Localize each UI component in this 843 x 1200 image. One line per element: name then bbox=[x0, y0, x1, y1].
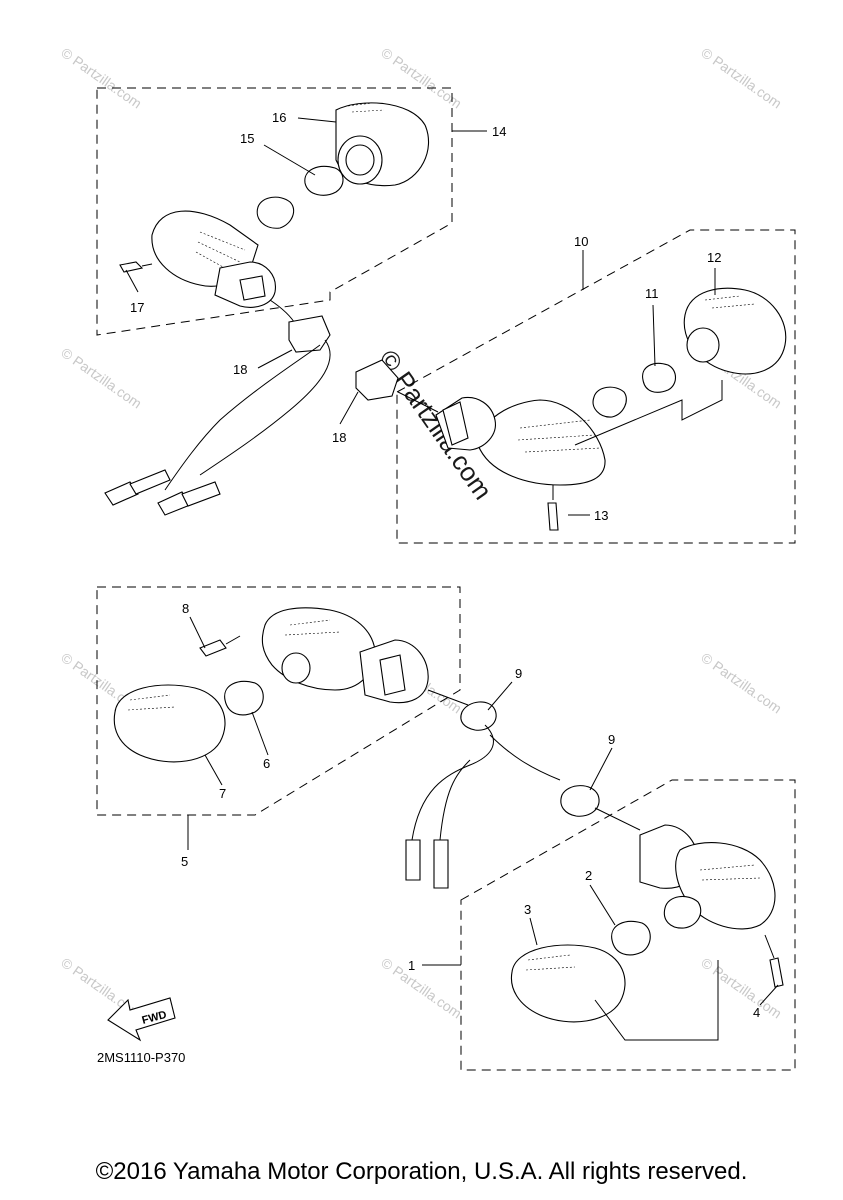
turn-signal-assembly-14 bbox=[96, 87, 453, 336]
watermark: © Partzilla.com bbox=[58, 344, 144, 411]
callout-5: 5 bbox=[181, 854, 188, 869]
connector-18b bbox=[355, 359, 439, 413]
callout-13: 13 bbox=[594, 508, 608, 523]
callout-9a: 9 bbox=[515, 666, 522, 681]
turn-signal-assembly-1 bbox=[460, 779, 796, 1071]
callout-15: 15 bbox=[240, 131, 254, 146]
callout-18b: 18 bbox=[332, 430, 346, 445]
watermark: © Partzilla.com bbox=[378, 954, 464, 1021]
grommet-9b bbox=[560, 785, 641, 831]
turn-signal-assembly-10 bbox=[396, 229, 796, 544]
leader-lines bbox=[125, 117, 779, 1006]
callout-10: 10 bbox=[574, 234, 588, 249]
watermark: © Partzilla.com bbox=[698, 44, 784, 111]
callout-3: 3 bbox=[524, 902, 531, 917]
callout-17: 17 bbox=[130, 300, 144, 315]
callout-11: 11 bbox=[645, 286, 659, 301]
callout-12: 12 bbox=[707, 250, 721, 265]
callout-8: 8 bbox=[182, 601, 189, 616]
callout-numbers: 16 15 14 17 18 18 10 11 12 13 8 9 6 7 5 … bbox=[130, 110, 760, 1020]
fwd-arrow: FWD bbox=[107, 997, 176, 1042]
callout-7: 7 bbox=[219, 786, 226, 801]
diagram-part-code: 2MS1110-P370 bbox=[97, 1050, 185, 1065]
copyright-notice: ©2016 Yamaha Motor Corporation, U.S.A. A… bbox=[95, 1158, 748, 1185]
callout-9b: 9 bbox=[608, 732, 615, 747]
callout-2: 2 bbox=[585, 868, 592, 883]
callout-1: 1 bbox=[408, 958, 415, 973]
callout-4: 4 bbox=[753, 1005, 760, 1020]
watermark: © Partzilla.com bbox=[698, 649, 784, 716]
callout-14: 14 bbox=[492, 124, 506, 139]
grommet-9a bbox=[405, 701, 561, 889]
connector-18a bbox=[104, 315, 331, 516]
watermark: © Partzilla.com bbox=[58, 44, 144, 111]
callout-18a: 18 bbox=[233, 362, 247, 377]
callout-6: 6 bbox=[263, 756, 270, 771]
turn-signal-assembly-5 bbox=[96, 586, 469, 816]
callout-16: 16 bbox=[272, 110, 286, 125]
